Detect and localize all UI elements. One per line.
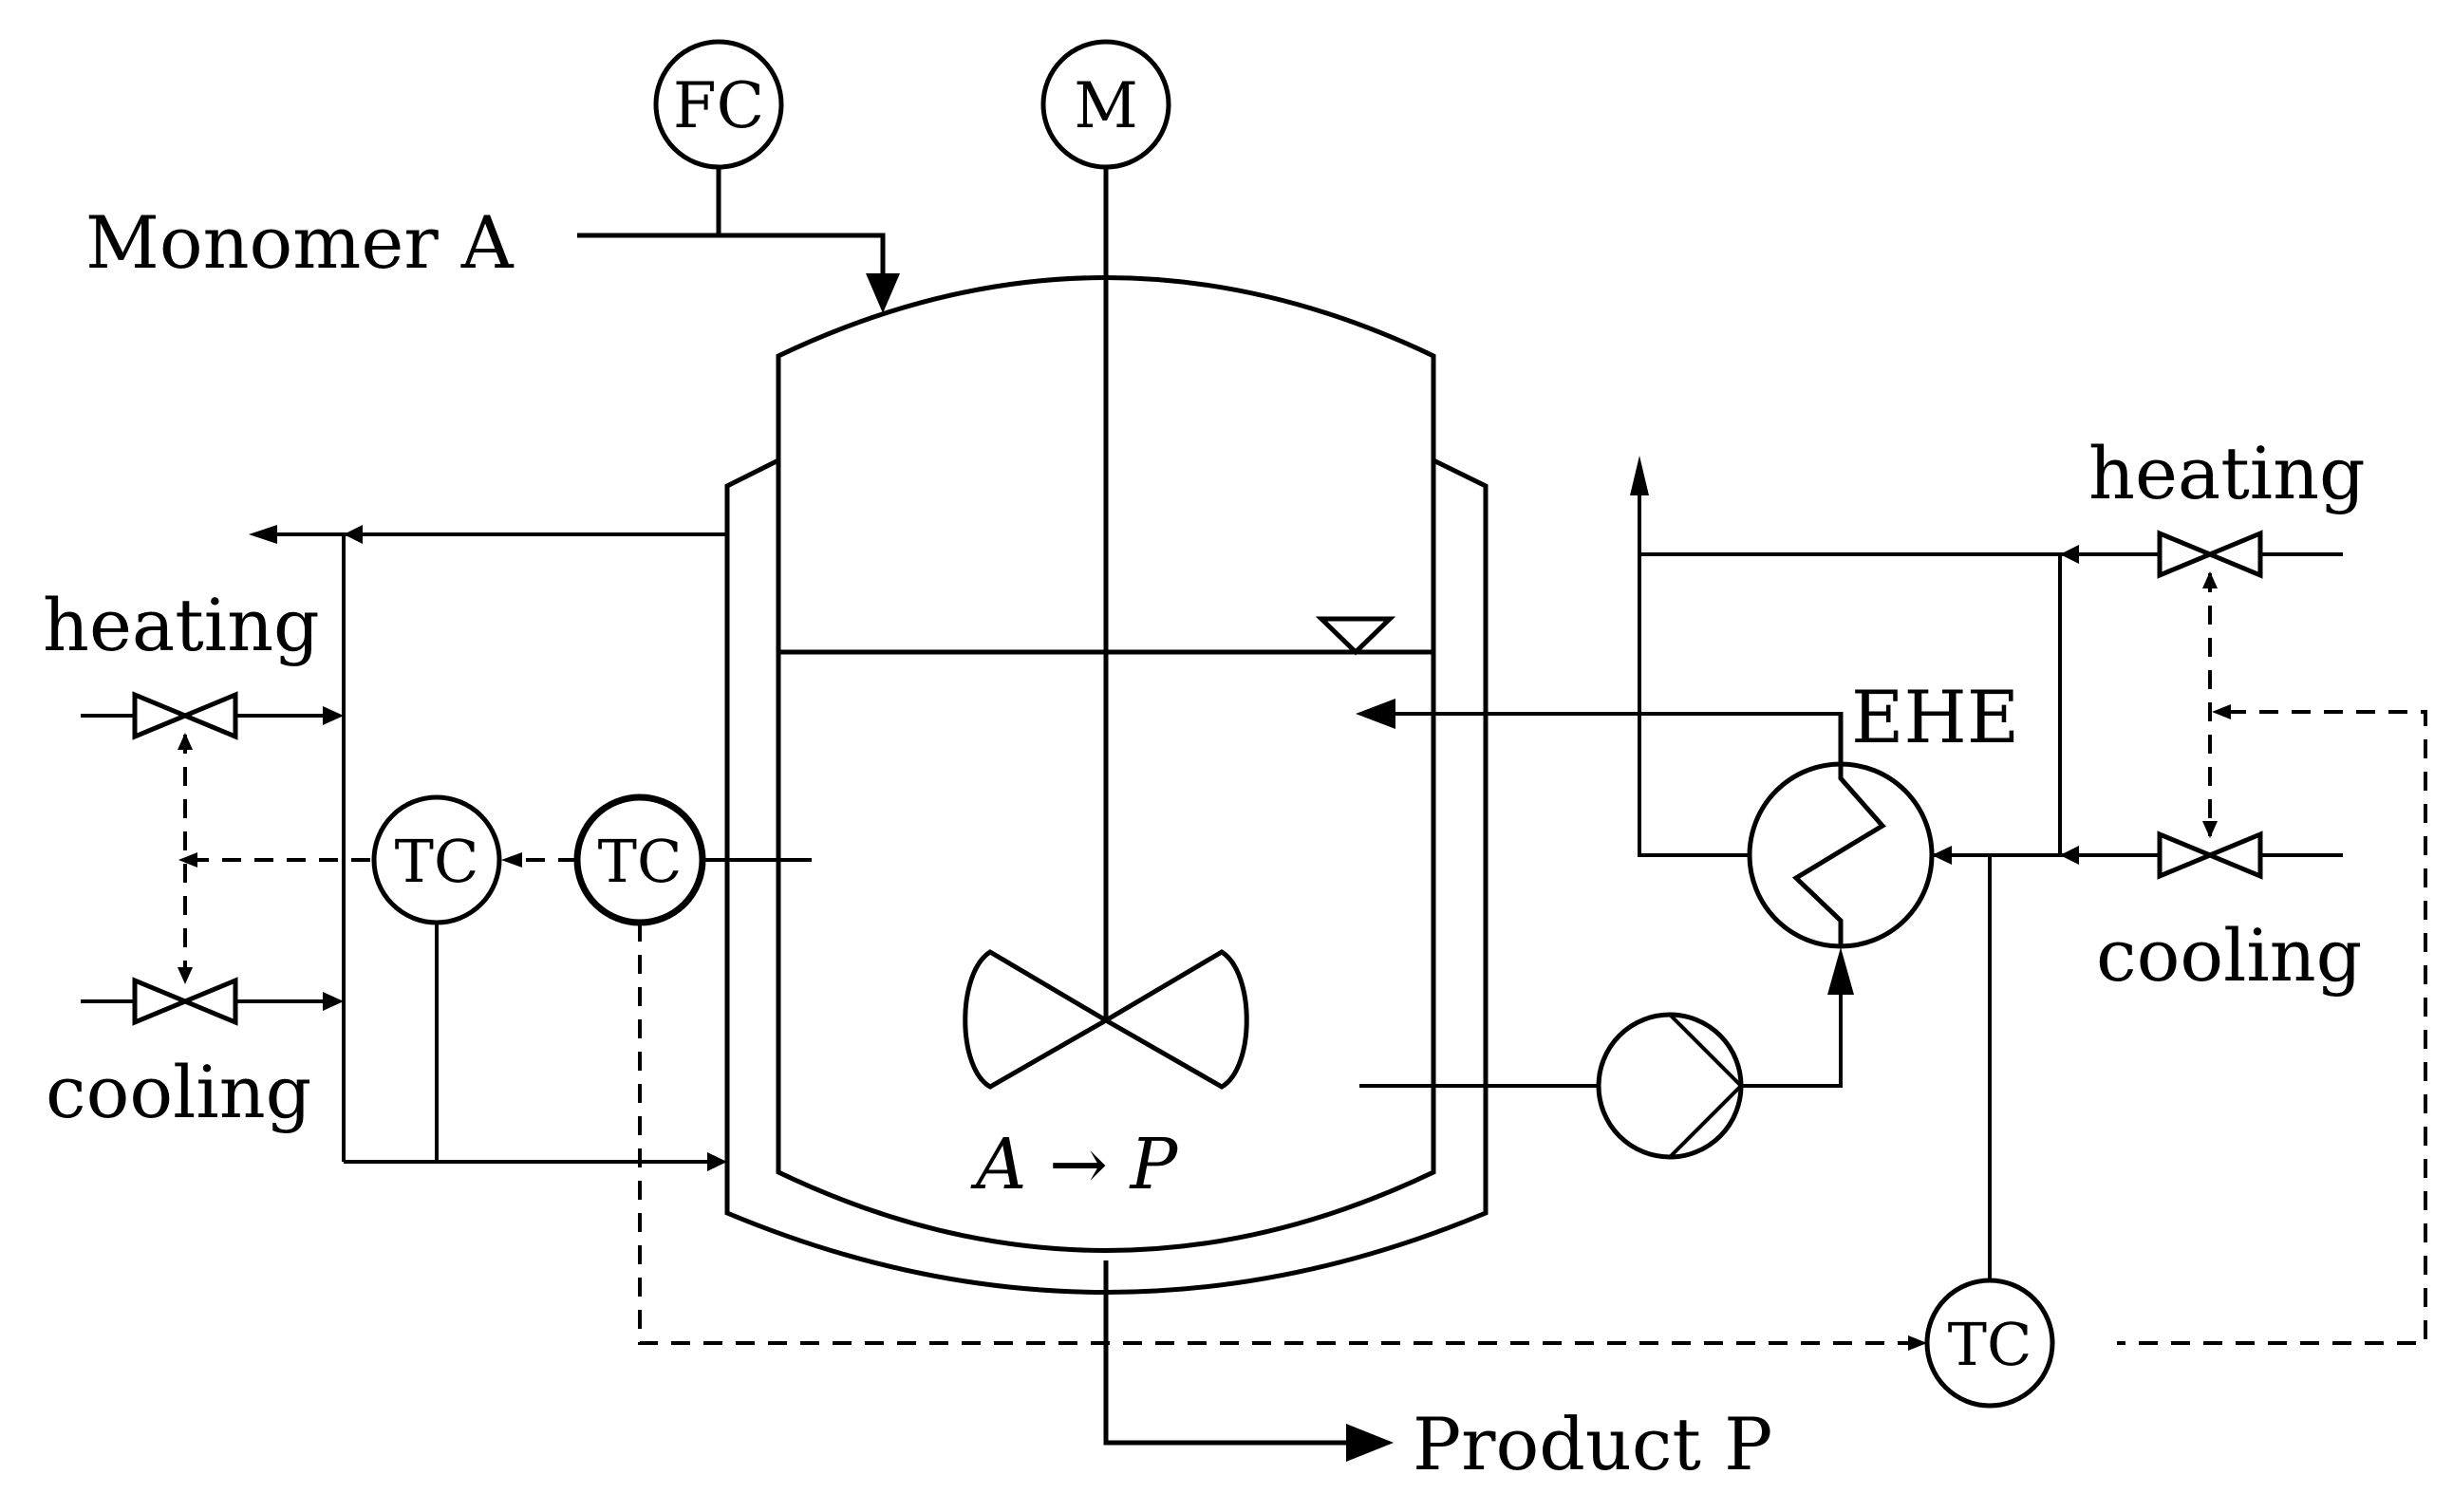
jacket-tc-label: TC (395, 827, 479, 896)
product-label: Product P (1413, 1402, 1772, 1486)
reactor-to-external-tc-signal (638, 923, 1927, 1351)
left-split-range-signal (178, 733, 375, 984)
right-cooling-label: cooling (2096, 913, 2362, 998)
left-cooling-label: cooling (46, 1050, 311, 1134)
right-split-range-signal (2117, 571, 2427, 1345)
motor-label: M (1074, 69, 1138, 142)
circulation-pump[interactable] (1359, 947, 1854, 1160)
agitator (963, 157, 1249, 1090)
right-heating-valve[interactable] (2157, 530, 2263, 579)
left-heating-label: heating (43, 583, 320, 667)
flow-controller: FC (653, 39, 784, 170)
monomer-feed-line (577, 168, 900, 313)
reaction-label: A → P (970, 1124, 1178, 1205)
ehe-return-line (1356, 699, 1843, 729)
external-tc-label: TC (1948, 1310, 2032, 1379)
external-temperature-controller: TC (1924, 855, 2055, 1409)
flow-controller-label: FC (673, 69, 764, 142)
jacket-temperature-controller: TC (371, 794, 502, 1162)
jacket-return-line (249, 525, 727, 544)
heat-exchanger-label: EHE (1851, 675, 2019, 759)
reactor-tc-label: TC (598, 827, 683, 896)
impeller (963, 949, 1249, 1090)
jacket-header (342, 534, 727, 1171)
product-outlet-line (1103, 1260, 1394, 1462)
monomer-feed-label: Monomer A (85, 200, 515, 285)
left-heating-valve[interactable] (132, 691, 238, 740)
motor-symbol: M (1040, 39, 1171, 170)
reactor-temperature-controller: TC (501, 793, 812, 926)
left-cooling-valve[interactable] (132, 977, 238, 1026)
liquid-level-marker (1315, 616, 1396, 656)
ehe-utility-header (1630, 456, 2079, 865)
right-heating-label: heating (2088, 431, 2366, 515)
right-cooling-valve[interactable] (2157, 831, 2263, 880)
